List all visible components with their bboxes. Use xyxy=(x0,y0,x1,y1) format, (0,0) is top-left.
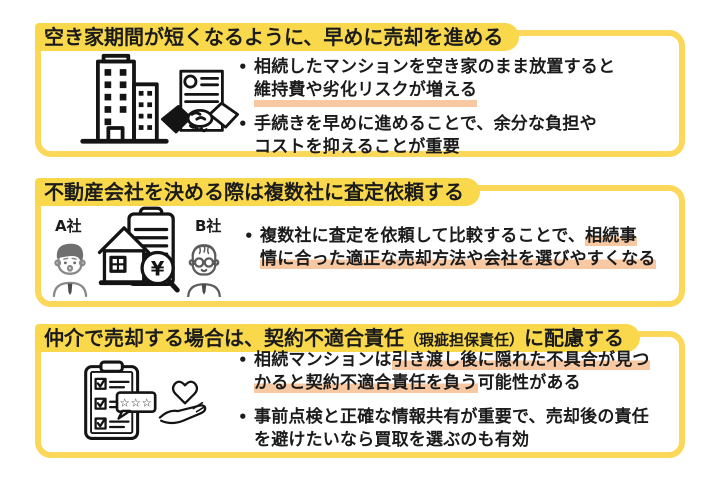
bullet-item: • 複数社に査定を依頼して比較することで、相続事 情に合った適正な売却方法や会社… xyxy=(243,225,683,271)
section-contract-liability: 仲介で売却する場合は、契約不適合責任（瑕疵担保責任）に配慮する xyxy=(35,324,687,458)
bullet-item: • 事前点検と正確な情報共有が重要で、売却後の責任 を避けたいなら買取を選ぶのも… xyxy=(237,406,687,452)
section-bullets: • 複数社に査定を依頼して比較することで、相続事 情に合った適正な売却方法や会社… xyxy=(243,225,683,271)
bullet-text: 複数社に査定を依頼して比較することで、 xyxy=(260,226,586,246)
bullet-text: 可能性がある xyxy=(477,373,581,393)
bullet-text: 手続きを早めに進めることで、余分な負担や xyxy=(254,114,597,134)
checklist-icon: ☆☆☆ xyxy=(75,359,159,443)
section-title: 空き家期間が短くなるように、早めに売却を進める xyxy=(35,23,520,51)
bullet-marker: • xyxy=(238,115,248,133)
bullet-item: • 相続したマンションを空き家のまま放置すると 維持費や劣化リスクが増える xyxy=(237,56,683,102)
contract-handshake-icon xyxy=(159,68,241,148)
yen-glyph: ¥ xyxy=(151,257,165,280)
section-early-sale: 空き家期間が短くなるように、早めに売却を進める xyxy=(35,23,685,159)
bullet-text: コストを抑えることが重要 xyxy=(254,137,460,157)
person-a-icon xyxy=(47,235,93,297)
bullet-item: • 相続マンションは引き渡し後に隠れた不具合が見つ かると契約不適合責任を負う可… xyxy=(237,349,687,395)
bullet-marker: • xyxy=(238,58,248,76)
bullet-text-highlighted: 相続事 xyxy=(585,226,637,246)
bullet-marker: • xyxy=(244,227,254,245)
section-title-tail: に配慮する xyxy=(524,326,625,350)
section-title: 不動産会社を決める際は複数社に査定依頼する xyxy=(35,178,480,206)
bullet-item: • 手続きを早めに進めることで、余分な負担や コストを抑えることが重要 xyxy=(237,113,683,159)
building-icon xyxy=(77,52,172,147)
bullet-text-underlined: 維持費や劣化リスクが増える xyxy=(254,80,478,100)
bullet-text: を避けたいなら買取を選ぶのも有効 xyxy=(254,430,530,450)
bullet-text: 相続マンションは xyxy=(254,350,392,370)
section-multiple-appraisals: 不動産会社を決める際は複数社に査定依頼する A社 xyxy=(35,178,685,307)
section-bullets: • 相続したマンションを空き家のまま放置すると 維持費や劣化リスクが増える • … xyxy=(237,56,683,159)
bullet-text: 事前点検と正確な情報共有が重要で、売却後の責任 xyxy=(254,407,649,427)
bullet-text-highlighted: 情に合った適正な売却方法や会社を選びやすくなる xyxy=(260,249,656,269)
person-b-icon xyxy=(181,237,227,297)
section-title-main: 仲介で売却する場合は、契約不適合責任 xyxy=(44,326,404,350)
bullet-text-highlighted: かると契約不適合責任を負う xyxy=(254,373,478,393)
section-title: 仲介で売却する場合は、契約不適合責任（瑕疵担保責任）に配慮する xyxy=(35,324,641,352)
company-a-label: A社 xyxy=(55,217,82,235)
section-title-paren: （瑕疵担保責任） xyxy=(404,331,525,349)
bullet-marker: • xyxy=(238,408,248,426)
bullet-text: 相続したマンションを空き家のまま放置すると xyxy=(254,57,616,77)
section-bullets: • 相続マンションは引き渡し後に隠れた不具合が見つ かると契約不適合責任を負う可… xyxy=(237,349,687,452)
bullet-marker: • xyxy=(238,351,248,369)
company-b-label: B社 xyxy=(195,217,222,235)
heart-hand-icon xyxy=(153,375,217,433)
house-appraisal-icon: ¥ xyxy=(93,203,183,297)
stars-glyph: ☆☆☆ xyxy=(120,395,153,409)
bullet-text-highlighted: 引き渡し後に隠れた不具合が見つ xyxy=(391,350,650,370)
